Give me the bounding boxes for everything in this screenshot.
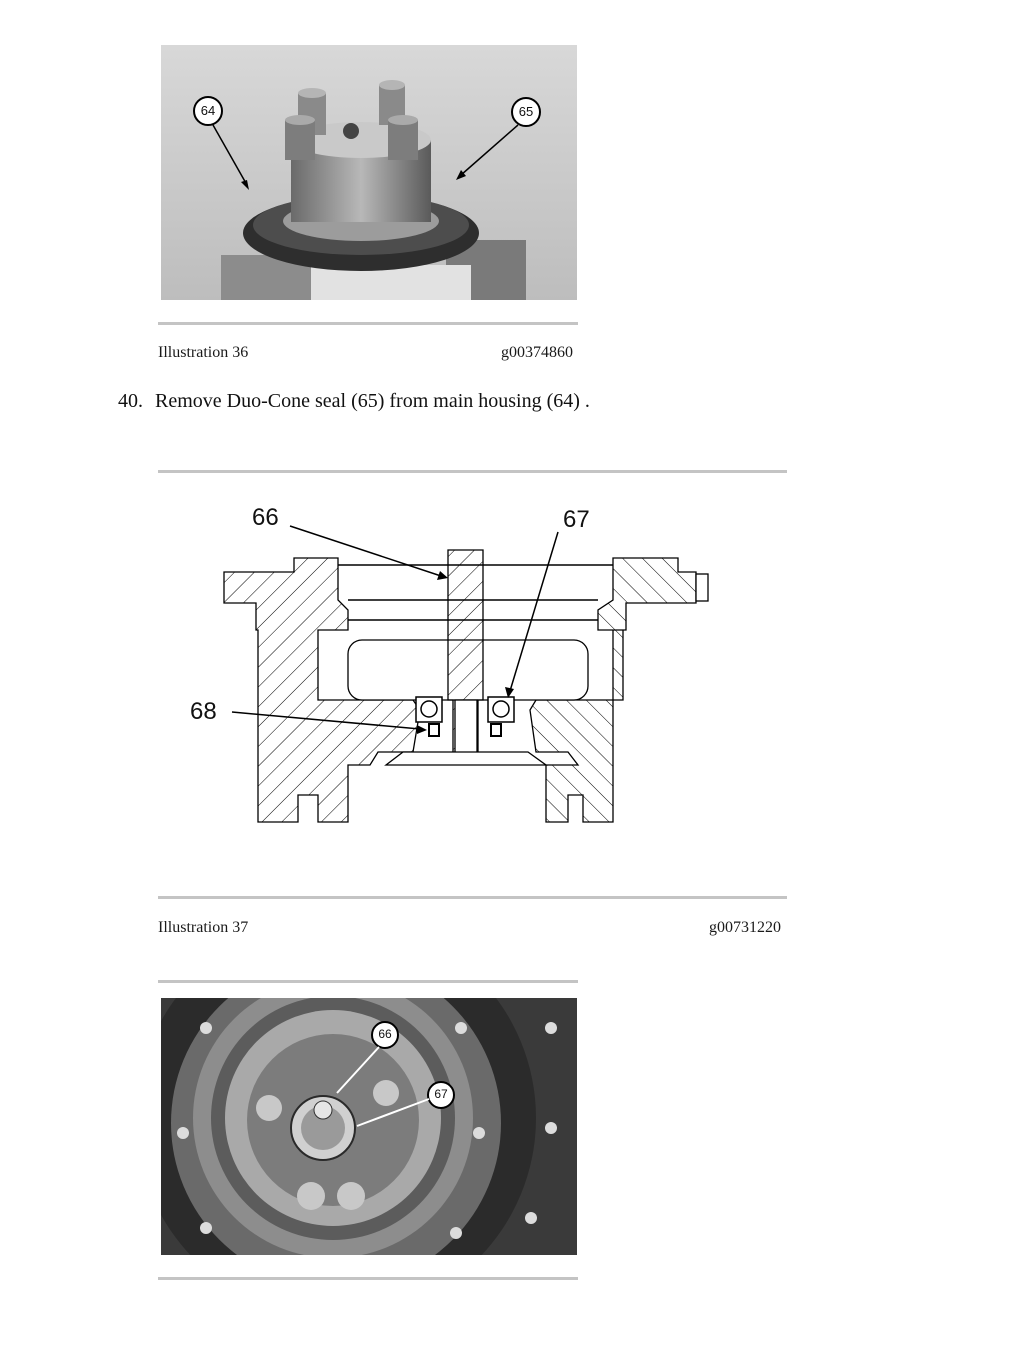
illustration-37-top-rule (158, 470, 787, 473)
illustration-38-top-rule (158, 980, 578, 983)
illustration-37-code: g00731220 (709, 919, 781, 936)
illustration-36-rule (158, 322, 578, 325)
callout-67-label: 67 (563, 506, 590, 533)
illustration-37-bottom-rule (158, 896, 787, 899)
callout-67-photo-label: 67 (434, 1087, 448, 1101)
step-number: 40. (118, 390, 143, 412)
illustration-38-photo: 66 67 (161, 998, 577, 1255)
callout-65-label: 65 (518, 104, 534, 119)
step-text: Remove Duo-Cone seal (65) from main hous… (155, 390, 590, 412)
illustration-37-caption: Illustration 37 (158, 919, 249, 936)
illustration-38-bottom-rule (158, 1277, 578, 1280)
callout-66-photo-label: 66 (378, 1027, 392, 1041)
callout-68-label: 68 (190, 698, 217, 725)
callout-66-label: 66 (252, 504, 279, 531)
callout-64-label: 64 (200, 103, 216, 118)
illustration-36-code: g00374860 (501, 344, 573, 361)
illustration-36-caption: Illustration 36 (158, 344, 249, 361)
illustration-37-drawing: 66 67 68 (158, 490, 787, 880)
illustration-36-photo: 64 65 (161, 45, 577, 300)
